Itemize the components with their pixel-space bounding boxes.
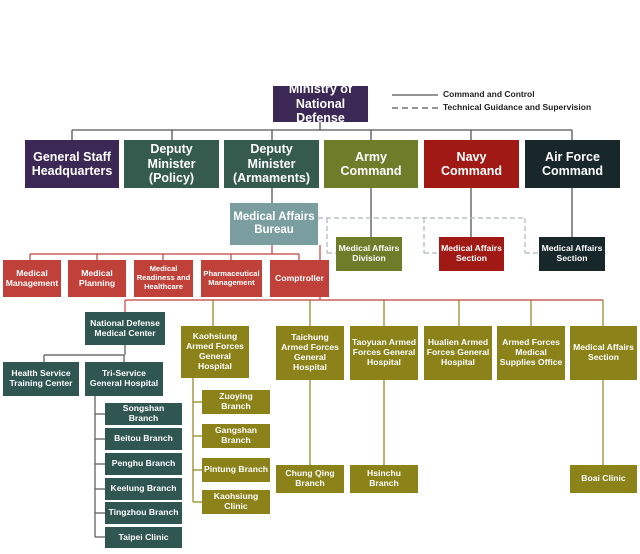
boai-clinic-box: Boai Clinic (570, 465, 637, 493)
keelung-branch-box: Keelung Branch (105, 478, 182, 500)
taoyuan-hospital-box: Taoyuan Armed Forces General Hospital (350, 326, 418, 380)
medical-management-box: Medical Management (3, 260, 61, 297)
ministry-of-national-defense-box: Ministry of National Defense (273, 82, 368, 125)
kaohsiung-hospital-box: Kaohsiung Armed Forces General Hospital (181, 326, 249, 378)
medical-affairs-section-box: Medical Affairs Section (570, 326, 637, 380)
air-force-command-box: Air Force Command (525, 140, 620, 188)
army-command-box: Army Command (324, 140, 418, 188)
penghu-branch-box: Penghu Branch (105, 453, 182, 475)
chung-qing-branch-box: Chung Qing Branch (276, 465, 344, 493)
hualien-hospital-box: Hualien Armed Forces General Hospital (424, 326, 492, 380)
deputy-minister-armaments-box: Deputy Minister (Armaments) (224, 140, 319, 188)
navy-medical-affairs-section-box: Medical Affairs Section (439, 237, 504, 271)
health-service-training-center-box: Health Service Training Center (3, 362, 79, 396)
taichung-hospital-box: Taichung Armed Forces General Hospital (276, 326, 344, 380)
tingzhou-branch-box: Tingzhou Branch (105, 502, 182, 524)
hsinchu-branch-box: Hsinchu Branch (350, 465, 418, 493)
medical-affairs-division-box: Medical Affairs Division (336, 237, 402, 271)
medical-affairs-bureau-box: Medical Affairs Bureau (230, 203, 318, 245)
legend-command-label: Command and Control (443, 89, 535, 99)
pharmaceutical-management-box: Pharmaceutical Management (201, 260, 262, 297)
beitou-branch-box: Beitou Branch (105, 428, 182, 450)
deputy-minister-policy-box: Deputy Minister (Policy) (124, 140, 219, 188)
medical-readiness-box: Medical Readiness and Healthcare (134, 260, 193, 297)
kaohsiung-clinic-box: Kaohsiung Clinic (202, 490, 270, 514)
taipei-clinic-box: Taipei Clinic (105, 527, 182, 548)
songshan-branch-box: Songshan Branch (105, 403, 182, 425)
navy-command-box: Navy Command (424, 140, 519, 188)
medical-planning-box: Medical Planning (68, 260, 126, 297)
zuoying-branch-box: Zuoying Branch (202, 390, 270, 414)
comptroller-box: Comptroller (270, 260, 329, 297)
medical-supplies-office-box: Armed Forces Medical Supplies Office (497, 326, 565, 380)
air-force-medical-affairs-section-box: Medical Affairs Section (539, 237, 605, 271)
tri-service-general-hospital-box: Tri-Service General Hospital (85, 362, 163, 396)
general-staff-headquarters-box: General Staff Headquarters (25, 140, 119, 188)
national-defense-medical-center-box: National Defense Medical Center (85, 312, 165, 345)
legend-technical-label: Technical Guidance and Supervision (443, 102, 592, 112)
pintung-branch-box: Pintung Branch (202, 458, 270, 482)
gangshan-branch-box: Gangshan Branch (202, 424, 270, 448)
